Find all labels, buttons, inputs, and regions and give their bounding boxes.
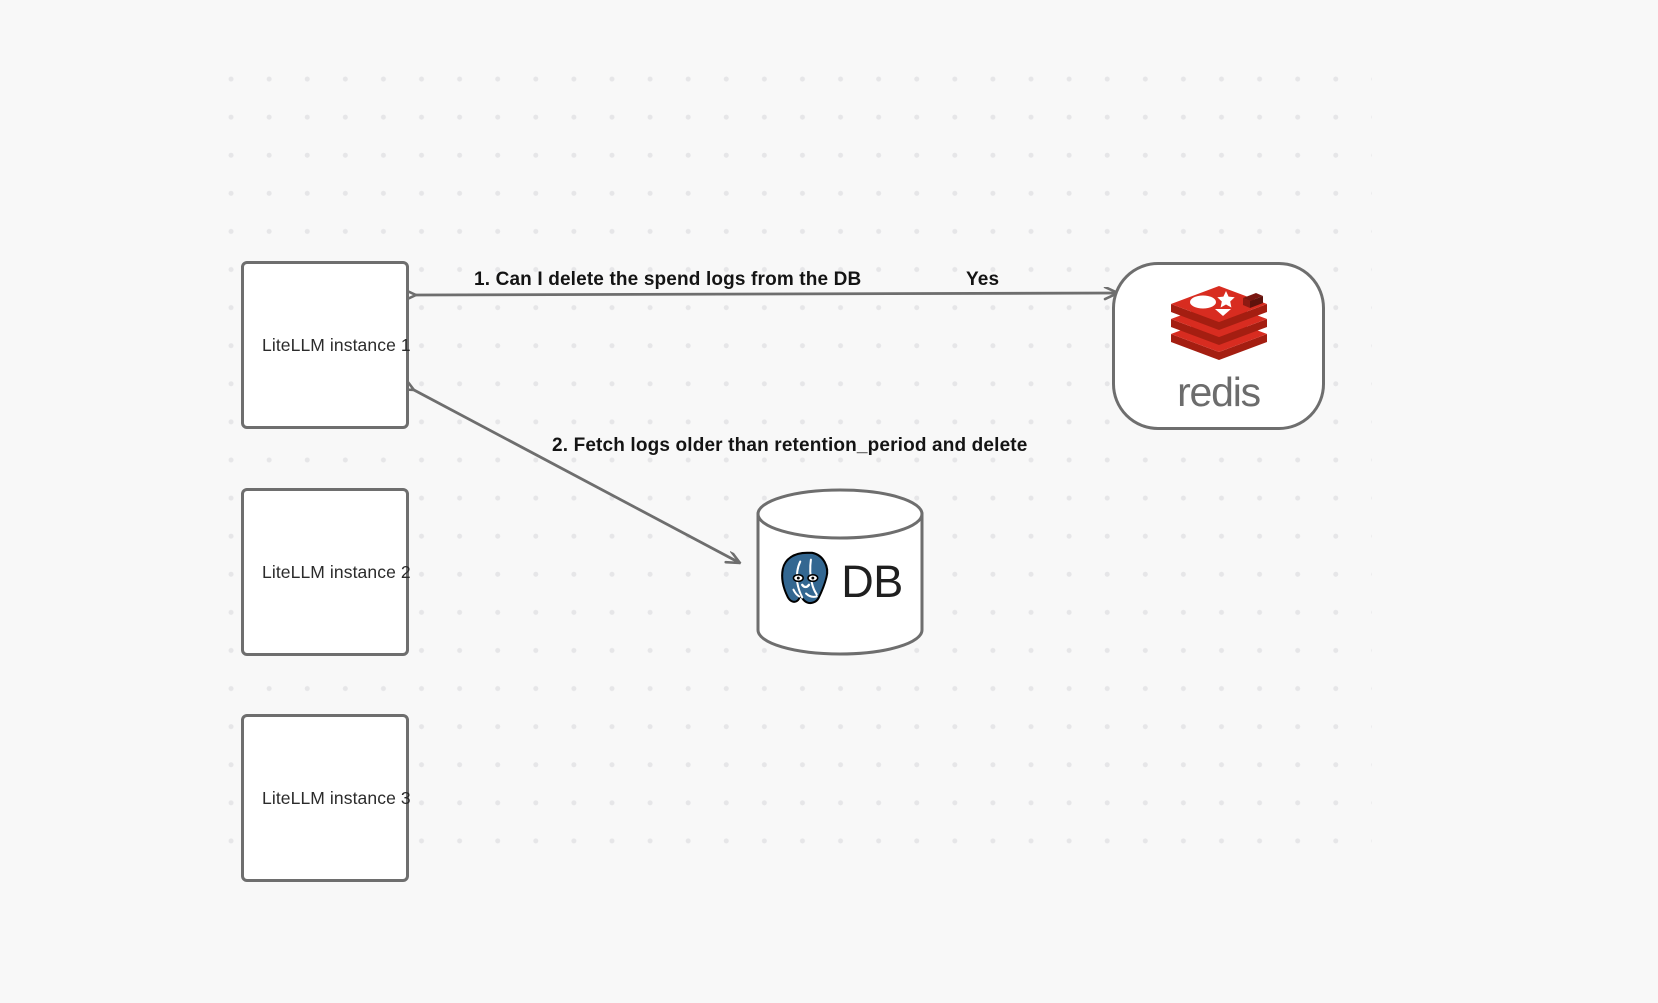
postgresql-elephant-icon [777, 548, 839, 615]
node-label: LiteLLM instance 2 [262, 561, 411, 582]
node-litellm-instance-1[interactable]: LiteLLM instance 1 [241, 261, 411, 429]
node-redis[interactable]: redis [1112, 262, 1325, 430]
edge-step1-line [416, 293, 1118, 295]
edge-label-step-1: 1. Can I delete the spend logs from the … [474, 269, 862, 290]
redis-logo-icon [1164, 282, 1274, 371]
node-label: LiteLLM instance 1 [262, 334, 411, 355]
database-cylinder-shape [756, 488, 924, 656]
edge-label-step-2: 2. Fetch logs older than retention_perio… [552, 435, 1028, 456]
database-logo-group: DB [777, 548, 903, 615]
redis-wordmark: redis [1177, 369, 1261, 416]
node-litellm-instance-3[interactable]: LiteLLM instance 3 [241, 714, 411, 882]
database-label: DB [841, 555, 903, 607]
node-database[interactable]: DB [754, 488, 926, 656]
edge-step2-line [414, 390, 740, 563]
redis-logo-group: redis [1164, 282, 1274, 412]
node-label: LiteLLM instance 3 [262, 787, 411, 808]
node-litellm-instance-2[interactable]: LiteLLM instance 2 [241, 488, 411, 656]
edge-label-yes: Yes [966, 269, 1000, 290]
